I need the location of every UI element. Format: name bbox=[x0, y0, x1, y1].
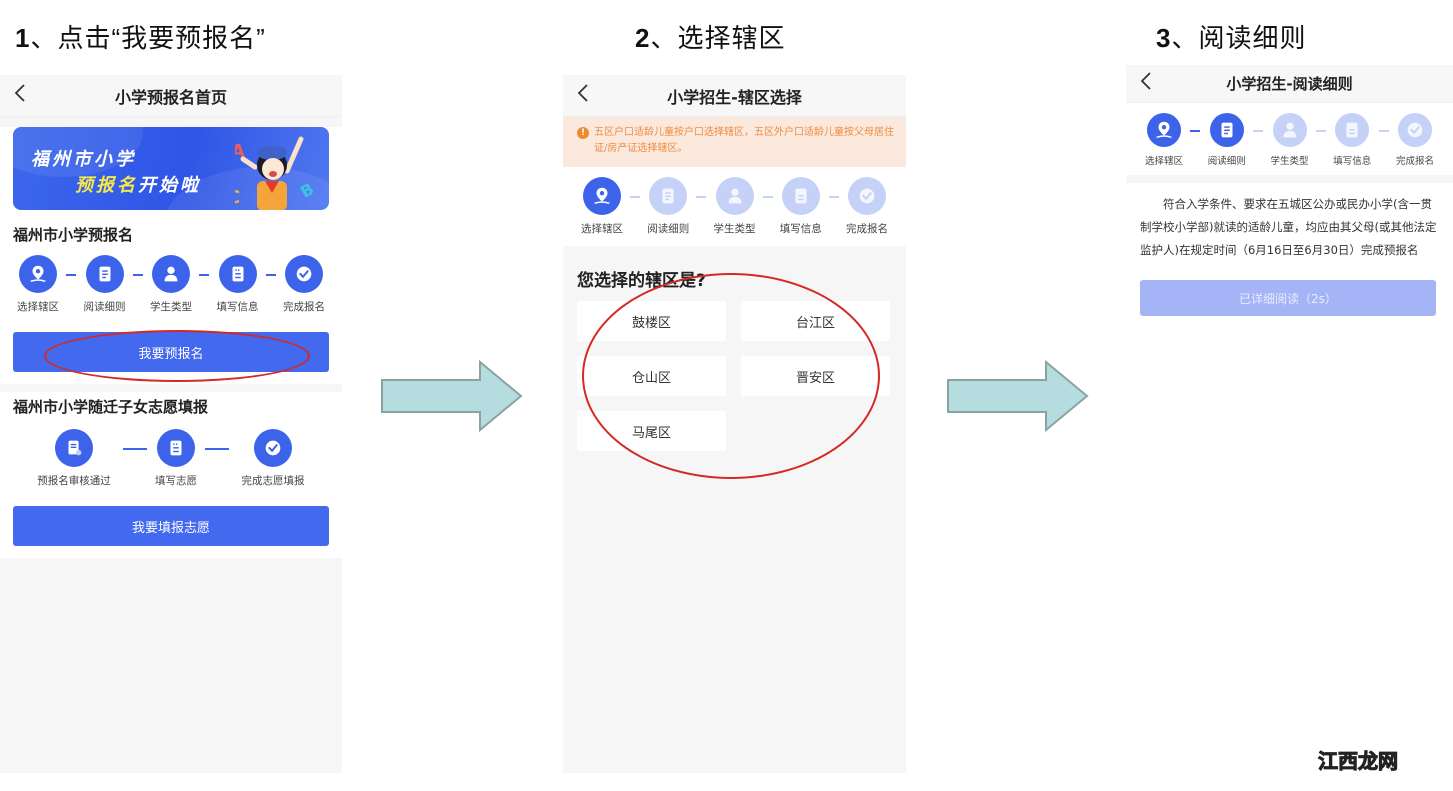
location-pin-icon bbox=[1156, 121, 1172, 139]
form-list-icon bbox=[232, 266, 243, 282]
student-person-icon bbox=[728, 188, 741, 204]
section-title-migrant-children: 福州市小学随迁子女志愿填报 bbox=[13, 398, 209, 416]
step-complete: 完成报名 bbox=[1390, 113, 1440, 167]
document-icon bbox=[1221, 122, 1233, 138]
step-fill-info: 填写信息 bbox=[776, 177, 826, 236]
step-connector bbox=[199, 274, 210, 276]
step-select-district: 选择辖区 bbox=[1139, 113, 1189, 167]
watermark-logo: 江西龙网 bbox=[1318, 749, 1399, 774]
checkmark-circle-icon bbox=[859, 188, 875, 204]
form-list-icon bbox=[170, 440, 182, 456]
screen-district-selection: 小学招生-辖区选择 ! 五区户口适龄儿童按户口选择辖区，五区外户口适龄儿童按父母… bbox=[563, 75, 906, 773]
document-icon bbox=[662, 188, 674, 204]
step-connector bbox=[828, 196, 839, 198]
step-student-type: 学生类型 bbox=[710, 177, 760, 236]
approved-document-icon bbox=[68, 440, 82, 456]
step-connector bbox=[123, 448, 147, 450]
migrant-children-section: 福州市小学随迁子女志愿填报 预报名审核通过 填写志愿 完成志愿填报 我要填报志愿 bbox=[0, 392, 342, 558]
step-select-district: 选择辖区 bbox=[13, 255, 63, 314]
page-title: 小学预报名首页 bbox=[114, 87, 227, 107]
form-list-icon bbox=[1346, 122, 1358, 138]
step-connector bbox=[1378, 130, 1389, 132]
step-connector bbox=[1315, 130, 1326, 132]
form-list-icon bbox=[795, 188, 807, 204]
district-question: 您选择的辖区是? bbox=[577, 271, 706, 291]
page-title: 小学招生-阅读细则 bbox=[1226, 75, 1353, 93]
step-fill-info: 填写信息 bbox=[1327, 113, 1377, 167]
promo-banner[interactable]: 福州市小学 预报名开始啦 A C B bbox=[13, 127, 329, 210]
divider bbox=[1126, 175, 1453, 183]
flow-arrow-icon bbox=[381, 360, 523, 432]
notice-text: 五区户口适龄儿童按户口选择辖区，五区外户口适龄儿童按父母居住证/房产证选择辖区。 bbox=[594, 127, 894, 154]
student-person-icon bbox=[164, 266, 178, 282]
step-student-type: 学生类型 bbox=[1265, 113, 1315, 167]
warning-icon: ! bbox=[577, 127, 589, 139]
heading-step-1: 1、点击“我要预报名” bbox=[15, 23, 266, 53]
step-read-rules: 阅读细则 bbox=[1202, 113, 1252, 167]
step-read-rules: 阅读细则 bbox=[643, 177, 693, 236]
screen-pre-registration-home: 小学预报名首页 福州市小学 预报名开始啦 A C B 福州市小学预报名 bbox=[0, 75, 342, 773]
location-pin-icon bbox=[30, 265, 46, 283]
pre-registration-section: 福州市小学 预报名开始啦 A C B 福州市小学预报名 选择辖区 bbox=[0, 127, 342, 384]
step-complete: 完成报名 bbox=[842, 177, 892, 236]
svg-text:C: C bbox=[235, 187, 240, 208]
step-select-district: 选择辖区 bbox=[577, 177, 627, 236]
rules-text: 符合入学条件、要求在五城区公办或民办小学(含一贯制学校小学部)就读的适龄儿童，均… bbox=[1140, 197, 1437, 257]
location-pin-icon bbox=[594, 187, 610, 205]
screen-read-rules: 小学招生-阅读细则 选择辖区 阅读细则 学生类型 填写信息 bbox=[1126, 65, 1453, 355]
section-title-pre-registration: 福州市小学预报名 bbox=[13, 226, 134, 244]
district-option-taijiang[interactable]: 台江区 bbox=[741, 301, 890, 341]
back-chevron-icon[interactable] bbox=[577, 83, 597, 109]
checkmark-circle-icon bbox=[265, 440, 281, 456]
step-connector bbox=[696, 196, 707, 198]
confirm-read-button[interactable]: 已详细阅读（2s） bbox=[1140, 280, 1436, 316]
step-connector bbox=[132, 274, 143, 276]
step-connector bbox=[205, 448, 229, 450]
checkmark-circle-icon bbox=[296, 266, 312, 282]
district-option-gulou[interactable]: 鼓楼区 bbox=[577, 301, 726, 341]
nav-bar: 小学招生-辖区选择 bbox=[563, 75, 906, 117]
step-complete: 完成报名 bbox=[279, 255, 329, 314]
progress-steps: 选择辖区 阅读细则 学生类型 填写信息 完成报名 bbox=[1126, 103, 1453, 175]
heading-step-2: 2、选择辖区 bbox=[635, 23, 786, 53]
svg-text:A: A bbox=[235, 141, 245, 162]
flow-arrow-icon bbox=[947, 360, 1089, 432]
cartoon-girl-illustration: A C B bbox=[235, 136, 315, 210]
notice-banner: ! 五区户口适龄儿童按户口选择辖区，五区外户口适龄儿童按父母居住证/房产证选择辖… bbox=[563, 117, 906, 167]
banner-line-1: 福州市小学 bbox=[31, 149, 136, 170]
page-title: 小学招生-辖区选择 bbox=[667, 87, 802, 107]
step-student-type: 学生类型 bbox=[146, 255, 196, 314]
document-icon bbox=[99, 266, 110, 282]
progress-steps: 选择辖区 阅读细则 学生类型 填写信息 完成报名 bbox=[13, 245, 329, 314]
svg-text:B: B bbox=[297, 179, 315, 202]
checkmark-circle-icon bbox=[1407, 122, 1423, 138]
step-connector bbox=[265, 274, 276, 276]
heading-step-3: 3、阅读细则 bbox=[1156, 23, 1307, 53]
back-chevron-icon[interactable] bbox=[1140, 71, 1160, 97]
district-option-cangshan[interactable]: 仓山区 bbox=[577, 356, 726, 396]
step-fill-wishes: 填写志愿 bbox=[151, 429, 201, 488]
progress-steps: 选择辖区 阅读细则 学生类型 填写信息 完成报名 bbox=[563, 167, 906, 246]
step-wishes-complete: 完成志愿填报 bbox=[233, 429, 313, 488]
pre-register-button[interactable]: 我要预报名 bbox=[13, 332, 329, 372]
step-connector bbox=[630, 196, 641, 198]
progress-steps-2: 预报名审核通过 填写志愿 完成志愿填报 bbox=[13, 417, 329, 488]
nav-bar: 小学招生-阅读细则 bbox=[1126, 65, 1453, 103]
nav-bar: 小学预报名首页 bbox=[0, 75, 342, 117]
district-grid: 鼓楼区 台江区 仓山区 晋安区 马尾区 bbox=[563, 301, 906, 451]
step-connector bbox=[1190, 130, 1201, 132]
student-person-icon bbox=[1283, 122, 1296, 138]
district-option-mawei[interactable]: 马尾区 bbox=[577, 411, 726, 451]
step-connector bbox=[1253, 130, 1264, 132]
fill-wishes-button[interactable]: 我要填报志愿 bbox=[13, 506, 329, 546]
step-fill-info: 填写信息 bbox=[213, 255, 263, 314]
back-chevron-icon[interactable] bbox=[14, 83, 34, 109]
banner-line-2: 预报名开始啦 bbox=[75, 175, 201, 196]
step-approved: 预报名审核通过 bbox=[29, 429, 119, 488]
step-read-rules: 阅读细则 bbox=[80, 255, 130, 314]
step-connector bbox=[762, 196, 773, 198]
district-option-jinan[interactable]: 晋安区 bbox=[741, 356, 890, 396]
step-connector bbox=[66, 274, 77, 276]
